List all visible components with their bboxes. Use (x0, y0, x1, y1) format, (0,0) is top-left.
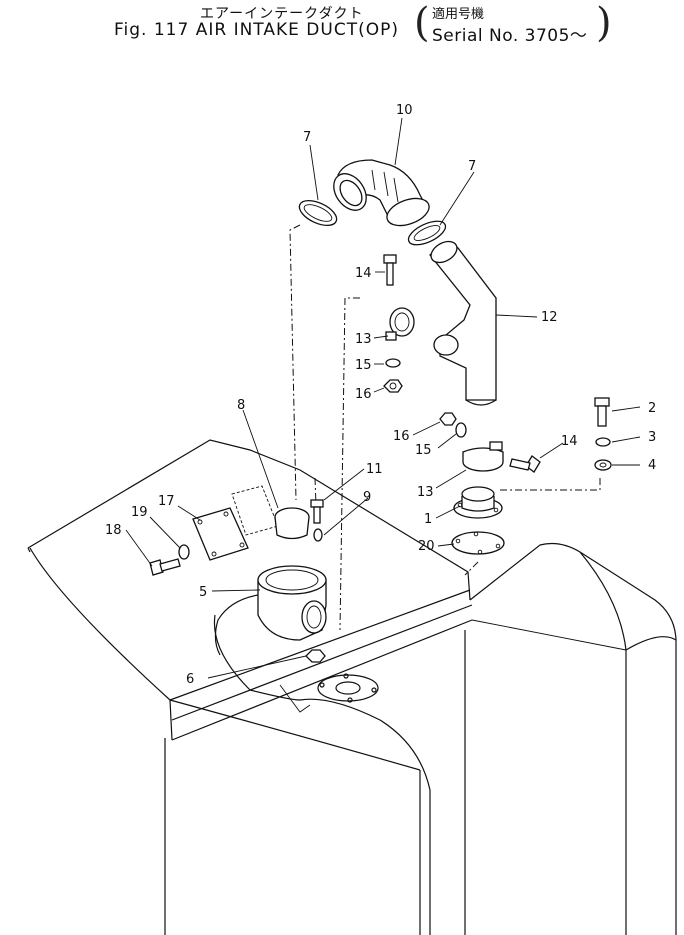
callout-9: 9 (363, 490, 371, 505)
callout-19: 19 (131, 505, 148, 520)
flange-pipe (453, 486, 503, 519)
callout-14-right: 14 (561, 434, 578, 449)
bolt-2 (594, 397, 610, 427)
callout-16-upper: 16 (355, 387, 372, 402)
callout-10: 11 (366, 462, 383, 477)
nut-upper (383, 379, 403, 393)
washer-19 (178, 544, 190, 560)
clamp-upper (385, 307, 415, 341)
sleeve (274, 507, 310, 540)
callout-17: 17 (158, 494, 175, 509)
elbow-hose (333, 159, 430, 227)
callout-16-right: 16 (393, 429, 410, 444)
callout-12: 12 (541, 310, 558, 325)
callout-1: 1 (424, 512, 432, 527)
washer-right (455, 422, 467, 438)
serial-paren-right: ) (596, 0, 612, 46)
callout-14-upper: 14 (355, 266, 372, 281)
leader-lines (125, 117, 641, 679)
callout-4: 4 (648, 458, 656, 473)
callout-2: 2 (648, 401, 656, 416)
elbow-housing (214, 565, 327, 656)
hose-clamp-left (298, 199, 338, 227)
intake-pipe (429, 240, 497, 406)
callout-5: 5 (199, 585, 207, 600)
clamp-right (462, 441, 504, 472)
callout-13-right: 13 (417, 485, 434, 500)
callout-7-left: 7 (303, 130, 311, 145)
washer-3 (595, 437, 611, 447)
bolt-10 (310, 499, 324, 524)
callout-11: 6 (186, 672, 194, 687)
gasket (451, 531, 505, 555)
bolt-upper (383, 254, 397, 286)
washer-9 (313, 528, 323, 542)
callout-6: 10 (396, 103, 413, 118)
nut-11 (305, 649, 326, 663)
nut-right (439, 412, 457, 426)
serial-paren-left: ( (414, 0, 430, 46)
cover-plate (192, 507, 249, 561)
figure-title: Fig. 117 AIR INTAKE DUCT(OP) (114, 20, 399, 40)
washer-upper (385, 358, 401, 368)
bolt-right (509, 455, 541, 473)
callout-8: 8 (237, 398, 245, 413)
engine-hood (27, 439, 677, 935)
cover-gasket (231, 485, 279, 536)
callout-3: 3 (648, 430, 656, 445)
callout-labels: 10 7 7 14 12 13 15 16 16 15 14 13 1 20 2… (105, 103, 656, 687)
callout-7-right: 7 (468, 159, 476, 174)
bolt-18 (149, 558, 181, 576)
callout-13-upper: 13 (355, 332, 372, 347)
title-japanese: エアーインテークダクト (200, 6, 364, 22)
callout-15-right: 15 (415, 443, 432, 458)
serial-number: Serial No. 3705～ (432, 26, 588, 46)
hose-clamp-right (407, 220, 447, 246)
callout-20: 20 (418, 539, 435, 554)
serial-label-japanese: 適用号機 (432, 7, 485, 22)
callout-18: 18 (105, 523, 122, 538)
callout-15-upper: 15 (355, 358, 372, 373)
alignment-lines (289, 224, 601, 631)
washer-4 (594, 459, 612, 471)
